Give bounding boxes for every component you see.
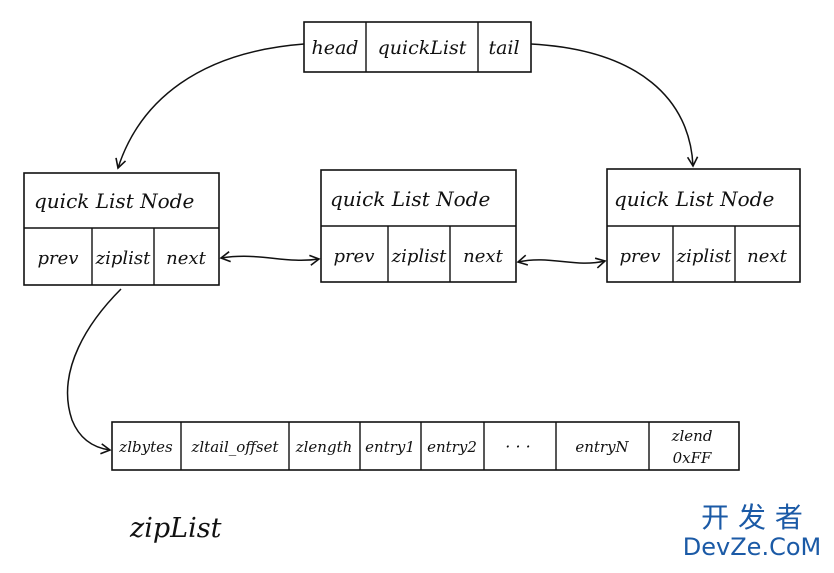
head-pointer-arrow — [115, 43, 305, 170]
ziplist-pointer-arrow — [66, 288, 122, 455]
quicklist-node-1: quick List Node prev ziplist next — [23, 172, 220, 286]
quicklist-head-cell: head — [312, 37, 359, 59]
node-1-ziplist: ziplist — [95, 248, 152, 269]
ziplist-cell-entry2: entry2 — [427, 438, 477, 456]
node-2-prev: prev — [334, 246, 375, 267]
watermark-site-text: DevZe.CoM — [683, 533, 821, 561]
node-3-ziplist: ziplist — [676, 246, 733, 267]
link-node2-node3 — [516, 254, 607, 269]
ziplist-structure: zlbytes zltail_offset zlength entry1 ent… — [111, 421, 740, 471]
ziplist-cell-entry1: entry1 — [365, 438, 415, 456]
quicklist-node-3: quick List Node prev ziplist next — [606, 168, 801, 283]
watermark-chinese-text: 开 发 者 — [701, 501, 803, 534]
quicklist-header: head quickList tail — [303, 21, 532, 73]
ziplist-cell-zlength: zlength — [295, 438, 353, 456]
ziplist-cell-ellipsis: · · · — [505, 437, 530, 456]
devze-watermark: 开 发 者 DevZe.CoM — [683, 501, 821, 561]
node-3-prev: prev — [620, 246, 661, 267]
node-2-title: quick List Node — [330, 187, 490, 211]
quicklist-node-2: quick List Node prev ziplist next — [320, 169, 517, 283]
ziplist-cell-zltail-offset: zltail_offset — [190, 438, 279, 456]
ziplist-cell-zlend: zlend — [671, 427, 713, 445]
node-2-next: next — [463, 246, 503, 267]
node-1-title: quick List Node — [34, 189, 194, 213]
ziplist-cell-zlend-value: 0xFF — [673, 449, 712, 467]
ziplist-caption: zipList — [129, 513, 222, 544]
node-3-next: next — [747, 246, 787, 267]
tail-pointer-arrow — [530, 43, 699, 168]
quicklist-tail-cell: tail — [488, 37, 519, 59]
node-1-prev: prev — [38, 248, 79, 269]
node-1-next: next — [166, 248, 206, 269]
quicklist-title-cell: quickList — [378, 37, 467, 59]
node-2-ziplist: ziplist — [391, 246, 448, 267]
node-3-title: quick List Node — [614, 187, 774, 211]
ziplist-cell-entryN: entryN — [575, 438, 629, 456]
ziplist-cell-zlbytes: zlbytes — [118, 438, 173, 456]
link-node1-node2 — [219, 251, 321, 266]
